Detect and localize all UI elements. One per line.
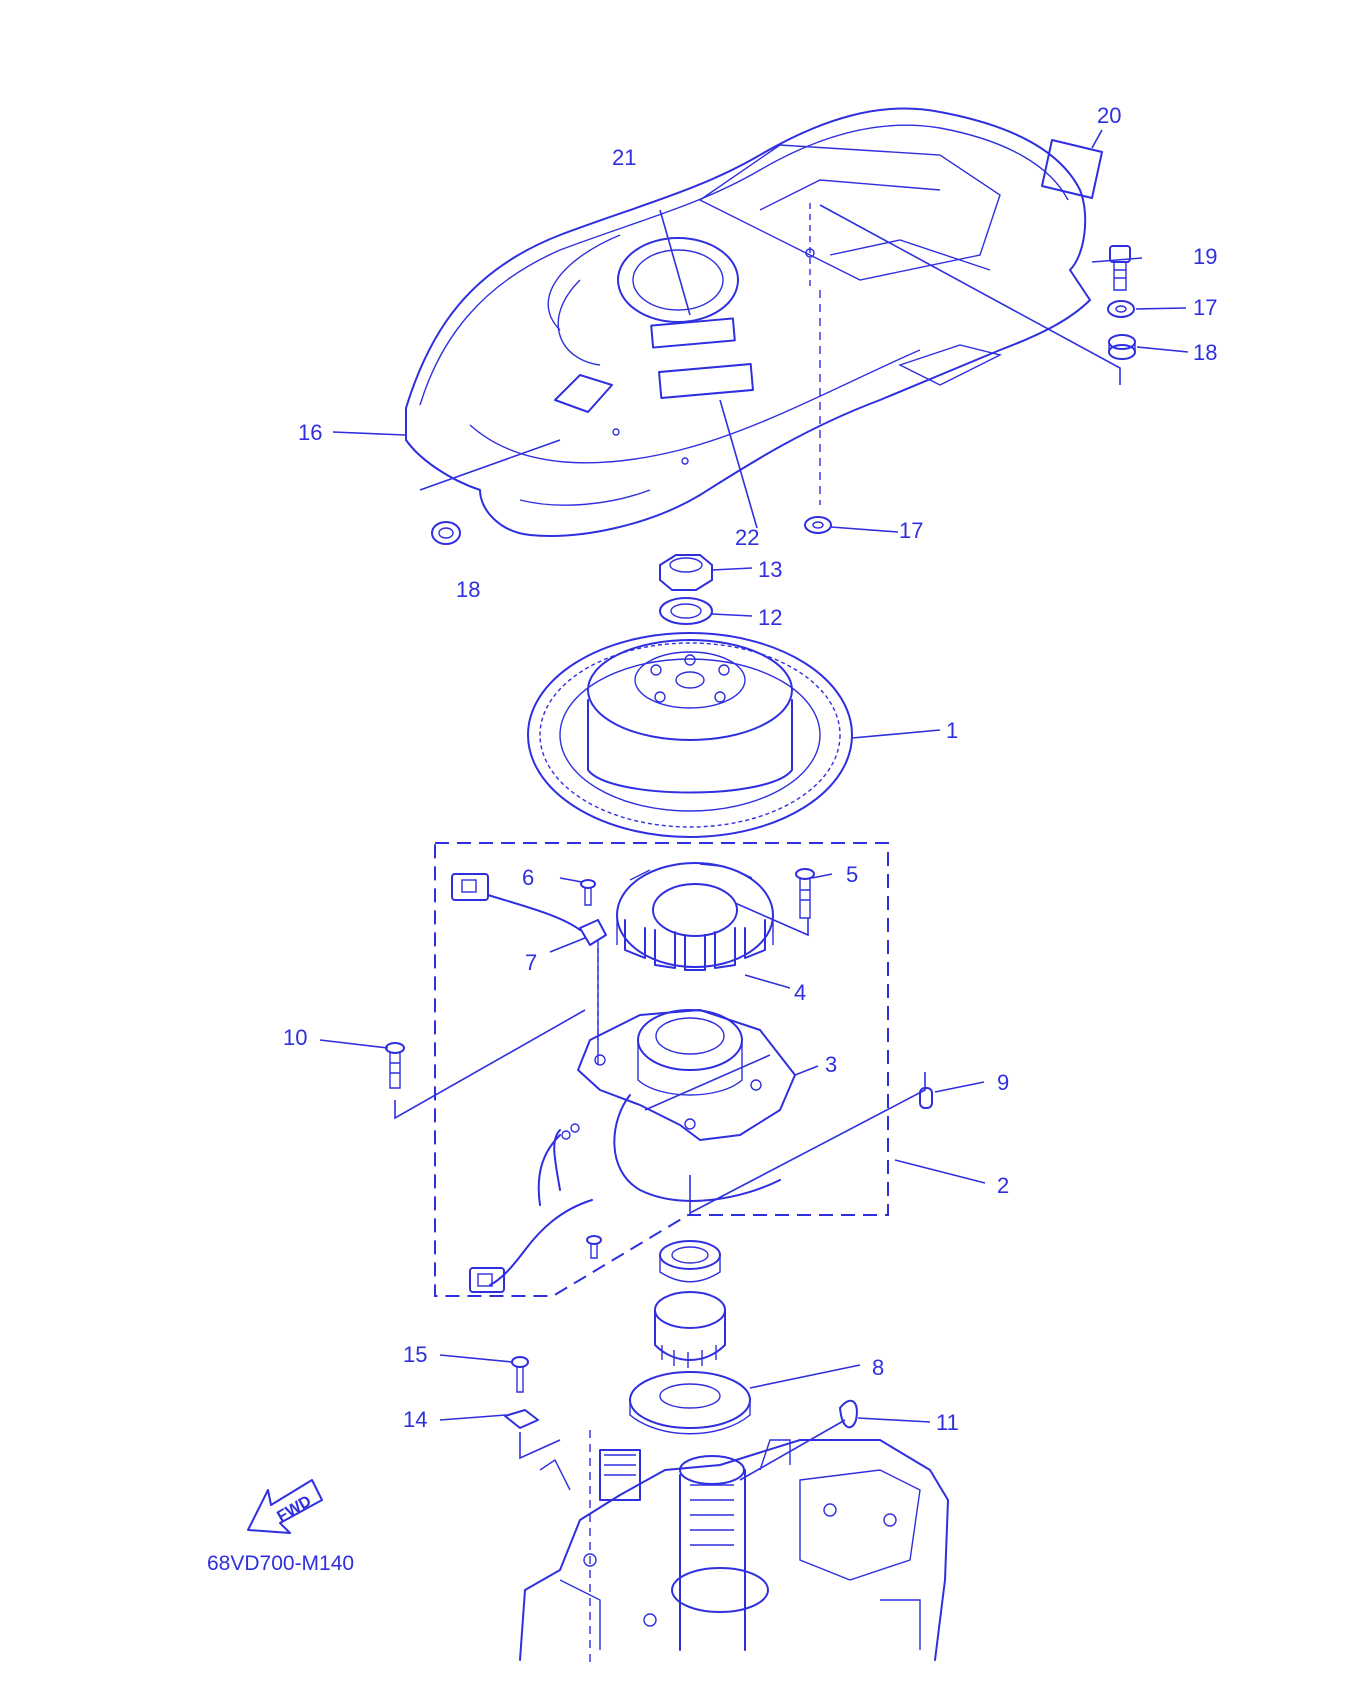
connector-top bbox=[451, 873, 581, 931]
callout-22: 21 bbox=[612, 145, 636, 170]
callout-19: 18 bbox=[456, 577, 480, 602]
callout-13: 13 bbox=[758, 557, 782, 582]
callout-2: 2 bbox=[997, 1173, 1009, 1198]
washer-17-top bbox=[1107, 300, 1135, 318]
callout-1: 1 bbox=[946, 718, 958, 743]
callout-18: 18 bbox=[1193, 340, 1217, 365]
callout-17-bottom: 17 bbox=[899, 518, 923, 543]
callout-8: 8 bbox=[872, 1355, 884, 1380]
washer-12 bbox=[659, 597, 713, 625]
grommet-18 bbox=[1108, 334, 1136, 360]
callout-14: 14 bbox=[403, 1407, 427, 1432]
callout-12: 12 bbox=[758, 605, 782, 630]
bracket-14 bbox=[504, 1409, 539, 1429]
dowel-pin-9 bbox=[919, 1087, 933, 1109]
callout-16: 16 bbox=[298, 420, 322, 445]
grommet-19 bbox=[431, 521, 461, 545]
callout-10: 10 bbox=[283, 1025, 307, 1050]
callout-4: 4 bbox=[794, 980, 806, 1005]
callout-17-top: 17 bbox=[1193, 295, 1217, 320]
callout-5: 5 bbox=[846, 862, 858, 887]
stator-coil-4 bbox=[616, 862, 774, 971]
callout-3: 3 bbox=[825, 1052, 837, 1077]
screw-6 bbox=[580, 879, 596, 906]
callout-labels: 20 21 19 17 18 16 22 17 18 13 12 1 6 5 7… bbox=[283, 103, 1217, 1435]
fwd-label: FWD bbox=[274, 1493, 314, 1526]
stator-assembly-box bbox=[434, 842, 889, 1297]
callout-15: 15 bbox=[403, 1342, 427, 1367]
callout-20: 19 bbox=[1193, 244, 1217, 269]
crankcase bbox=[519, 1439, 949, 1661]
clamp-7 bbox=[579, 919, 607, 946]
bolt-10 bbox=[385, 1042, 405, 1089]
woodruff-key-11 bbox=[839, 1399, 858, 1429]
flywheel-cover bbox=[405, 107, 1091, 537]
drawing-code: 68VD700-M140 bbox=[207, 1552, 354, 1575]
decal-21 bbox=[1041, 139, 1103, 199]
leader-lines bbox=[319, 129, 1189, 1423]
sleeve bbox=[654, 1291, 726, 1368]
callout-7: 7 bbox=[525, 950, 537, 975]
bolt-20 bbox=[1109, 245, 1131, 291]
callout-6: 6 bbox=[522, 865, 534, 890]
bolt-5 bbox=[795, 868, 815, 919]
callout-11: 11 bbox=[936, 1410, 959, 1435]
flywheel-1 bbox=[527, 632, 853, 838]
fwd-arrow-icon: FWD bbox=[247, 1479, 323, 1534]
wire-harness bbox=[469, 1094, 781, 1293]
screw-15 bbox=[511, 1356, 529, 1393]
nut-13 bbox=[659, 554, 713, 591]
callout-21: 20 bbox=[1097, 103, 1121, 128]
collar-nut bbox=[659, 1240, 721, 1283]
callout-9: 9 bbox=[997, 1070, 1009, 1095]
plate-8 bbox=[629, 1371, 751, 1435]
callout-23: 22 bbox=[735, 525, 759, 550]
alignment-lines bbox=[394, 203, 1121, 1664]
washer-17-bottom bbox=[804, 516, 832, 534]
